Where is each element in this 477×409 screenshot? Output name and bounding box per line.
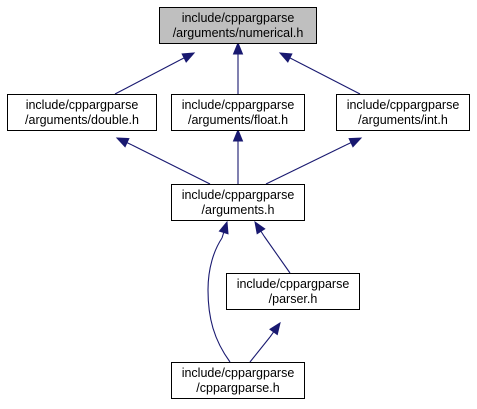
node-label-line2: /arguments/float.h [188, 113, 288, 127]
arrowhead-icon [348, 137, 363, 148]
arrowhead-icon [232, 128, 244, 142]
edge-line [131, 144, 211, 185]
node-label-line1: include/cppargparse [182, 11, 295, 25]
edge-line [207, 237, 231, 363]
edge-double-to-numerical [114, 52, 196, 95]
edge-cppargparse-to-parser [249, 321, 281, 363]
edge-line-end [221, 232, 225, 239]
node-label-line1: include/cppargparse [347, 98, 460, 112]
node-box[interactable] [171, 362, 305, 399]
arrowhead-icon [115, 137, 130, 148]
edge-line [265, 144, 347, 185]
edge-line-end [260, 230, 265, 237]
node-box[interactable] [171, 184, 305, 221]
edge-float-to-numerical [232, 41, 244, 94]
edge-line [114, 59, 181, 95]
node-label-line2: /arguments/int.h [358, 113, 448, 127]
node-label-line2: /arguments.h [202, 203, 275, 217]
node-label-line1: include/cppargparse [182, 188, 295, 202]
edge-parser-to-arguments [254, 220, 291, 274]
edge-line-end [126, 142, 133, 146]
node-double[interactable]: include/cppargparse/arguments/double.h [7, 94, 157, 131]
edge-arguments-to-double [115, 137, 211, 185]
edge-line [263, 235, 291, 274]
node-label-line1: include/cppargparse [26, 98, 139, 112]
arrowhead-icon [218, 220, 229, 235]
edges-layer [114, 41, 363, 363]
edge-line-end [179, 57, 185, 61]
node-label-line2: /parser.h [269, 292, 318, 306]
node-box[interactable] [171, 94, 305, 131]
node-label-line1: include/cppargparse [182, 98, 295, 112]
edge-arguments-to-float [232, 128, 244, 184]
node-box[interactable] [336, 94, 470, 131]
node-parser[interactable]: include/cppargparse/parser.h [226, 273, 360, 310]
node-box[interactable] [159, 7, 317, 44]
edge-line [249, 336, 271, 363]
edge-line-end [345, 142, 352, 146]
arrowhead-icon [269, 321, 281, 336]
node-label-line2: /arguments/double.h [25, 113, 139, 127]
node-label-line1: include/cppargparse [182, 366, 295, 380]
edge-line [293, 59, 361, 95]
node-cppargparse[interactable]: include/cppargparse/cppargparse.h [171, 362, 305, 399]
edge-arguments-to-int [265, 137, 363, 185]
node-box[interactable] [7, 94, 157, 131]
node-label-line2: /cppargparse.h [196, 381, 279, 395]
nodes-layer: include/cppargparse/arguments/numerical.… [7, 7, 470, 399]
arrowhead-icon [254, 220, 266, 235]
arrowhead-icon [232, 41, 244, 55]
edge-line-end [289, 57, 295, 61]
node-label-line2: /arguments/numerical.h [173, 26, 304, 40]
node-label-line1: include/cppargparse [237, 277, 350, 291]
node-float[interactable]: include/cppargparse/arguments/float.h [171, 94, 305, 131]
node-box[interactable] [226, 273, 360, 310]
node-int[interactable]: include/cppargparse/arguments/int.h [336, 94, 470, 131]
edge-cppargparse-to-arguments [207, 220, 231, 363]
edge-int-to-numerical [278, 52, 361, 95]
node-numerical[interactable]: include/cppargparse/arguments/numerical.… [159, 7, 317, 44]
node-arguments[interactable]: include/cppargparse/arguments.h [171, 184, 305, 221]
edge-line-end [269, 331, 275, 338]
